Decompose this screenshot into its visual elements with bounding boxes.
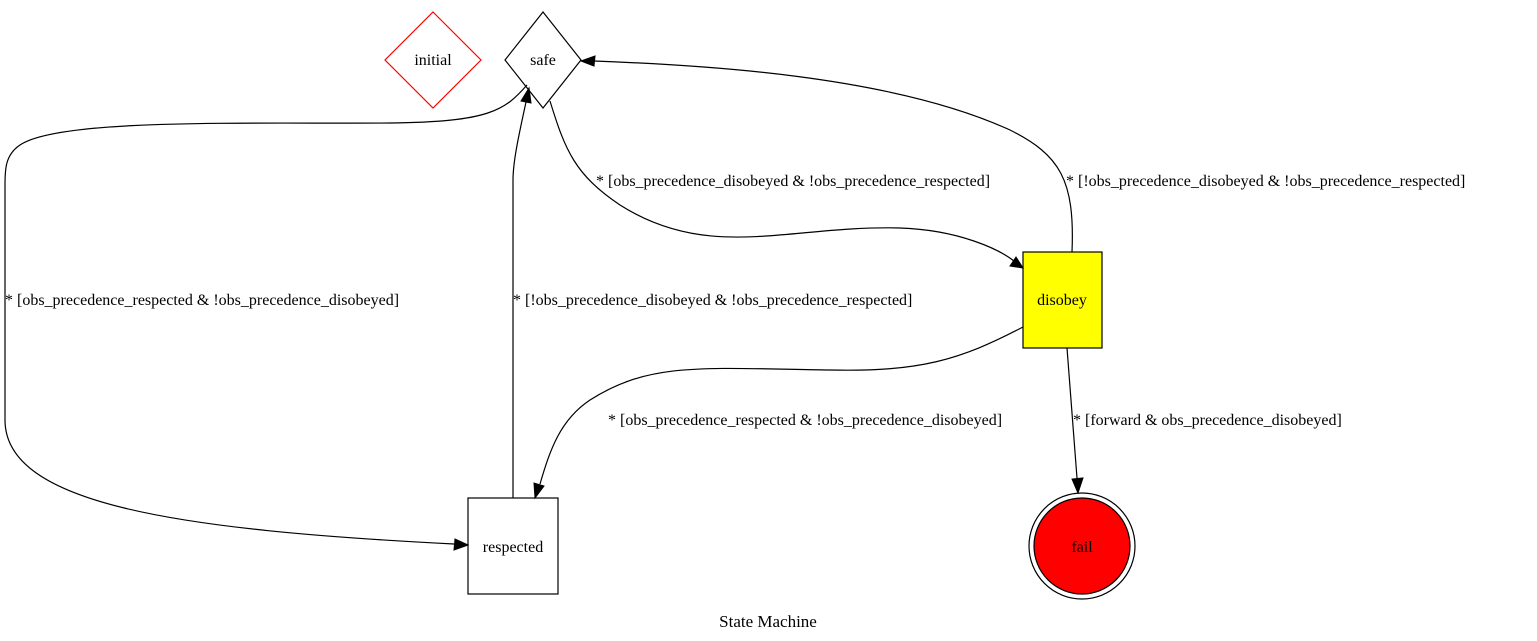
edge-disobey-to-fail-label: * [forward & obs_precedence_disobeyed] bbox=[1073, 412, 1342, 429]
edge-respected-to-safe: * [!obs_precedence_disobeyed & !obs_prec… bbox=[512, 86, 912, 498]
node-fail-shape bbox=[1033, 497, 1131, 595]
node-respected-label: respected bbox=[483, 539, 543, 556]
edge-respected-to-safe-line bbox=[512, 101, 527, 498]
node-safe-label: safe bbox=[530, 52, 556, 69]
node-disobey-shape bbox=[1022, 251, 1103, 349]
node-initial-label: initial bbox=[414, 52, 452, 69]
diagram-title: State Machine bbox=[719, 612, 817, 631]
edge-safe-to-respected-line bbox=[4, 84, 528, 545]
node-fail: fail bbox=[1028, 492, 1136, 600]
edge-disobey-to-fail: * [forward & obs_precedence_disobeyed] bbox=[1066, 347, 1342, 495]
node-fail-label: fail bbox=[1071, 539, 1093, 556]
node-respected: respected bbox=[467, 497, 559, 595]
edge-disobey-to-safe-arrowhead bbox=[579, 55, 596, 67]
edge-safe-to-disobey-label: * [obs_precedence_disobeyed & !obs_prece… bbox=[596, 173, 990, 190]
node-safe-shape bbox=[504, 11, 582, 109]
node-safe: safe bbox=[504, 11, 582, 109]
node-initial: initial bbox=[384, 11, 482, 109]
node-disobey-label: disobey bbox=[1037, 292, 1087, 309]
node-initial-shape bbox=[384, 11, 482, 109]
edge-safe-to-disobey-arrowhead bbox=[1009, 256, 1025, 269]
edge-disobey-to-safe-label: * [!obs_precedence_disobeyed & !obs_prec… bbox=[1066, 173, 1465, 190]
edge-safe-to-respected-label: * [obs_precedence_respected & !obs_prece… bbox=[5, 292, 399, 309]
edge-disobey-to-safe-line bbox=[593, 60, 1073, 253]
edge-safe-to-respected: * [obs_precedence_respected & !obs_prece… bbox=[4, 84, 528, 551]
edge-safe-to-disobey: * [obs_precedence_disobeyed & !obs_prece… bbox=[549, 100, 1025, 269]
edge-disobey-to-respected-line bbox=[539, 326, 1024, 485]
edge-disobey-to-respected-arrowhead bbox=[533, 482, 545, 500]
edge-respected-to-safe-label: * [!obs_precedence_disobeyed & !obs_prec… bbox=[513, 292, 912, 309]
node-disobey: disobey bbox=[1022, 251, 1103, 349]
edge-disobey-to-respected-label: * [obs_precedence_respected & !obs_prece… bbox=[608, 412, 1002, 429]
edge-safe-to-disobey-line bbox=[549, 100, 1015, 262]
edge-disobey-to-fail-arrowhead bbox=[1071, 477, 1084, 495]
edge-respected-to-safe-arrowhead bbox=[520, 86, 532, 104]
edge-disobey-to-fail-line bbox=[1066, 347, 1078, 479]
edge-disobey-to-safe: * [!obs_precedence_disobeyed & !obs_prec… bbox=[579, 55, 1465, 253]
edge-safe-to-respected-arrowhead bbox=[453, 538, 470, 551]
edge-disobey-to-respected: * [obs_precedence_respected & !obs_prece… bbox=[533, 326, 1024, 500]
